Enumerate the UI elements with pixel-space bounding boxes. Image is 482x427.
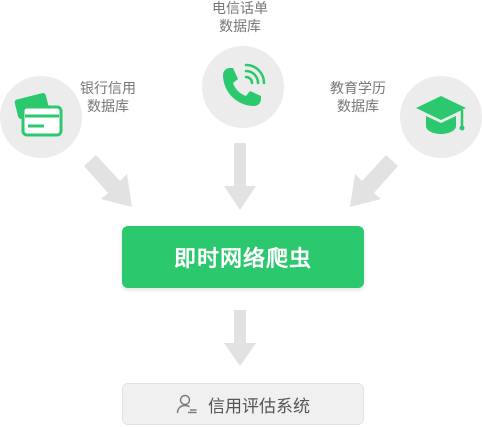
arrow-education-to-crawler bbox=[350, 155, 398, 207]
bank-label: 银行信用 数据库 bbox=[80, 80, 136, 116]
user-icon bbox=[176, 394, 197, 414]
arrow-crawler-to-system bbox=[224, 310, 256, 366]
bank-label-line1: 银行信用 bbox=[80, 81, 136, 97]
education-label-line2: 数据库 bbox=[337, 99, 379, 115]
telecom-label: 电信话单 数据库 bbox=[198, 0, 282, 36]
arrow-bank-to-crawler bbox=[84, 155, 132, 207]
crawler-label: 即时网络爬虫 bbox=[173, 247, 312, 272]
education-label-line1: 教育学历 bbox=[330, 81, 386, 97]
credit-system-label: 信用评估系统 bbox=[208, 396, 310, 417]
crawler-box: 即时网络爬虫 bbox=[122, 226, 364, 288]
graduation-cap-icon bbox=[416, 96, 466, 134]
phone-icon bbox=[223, 63, 266, 106]
arrow-telecom-to-crawler bbox=[224, 143, 256, 210]
bank-circle bbox=[0, 76, 82, 158]
education-circle bbox=[400, 76, 482, 158]
credit-system-box: 信用评估系统 bbox=[122, 383, 364, 425]
telecom-label-line1: 电信话单 bbox=[212, 1, 268, 17]
telecom-circle bbox=[202, 46, 284, 128]
telecom-label-line2: 数据库 bbox=[219, 19, 261, 35]
bank-label-line2: 数据库 bbox=[87, 99, 129, 115]
education-label: 教育学历 数据库 bbox=[330, 80, 386, 116]
credit-card-icon bbox=[14, 93, 63, 137]
